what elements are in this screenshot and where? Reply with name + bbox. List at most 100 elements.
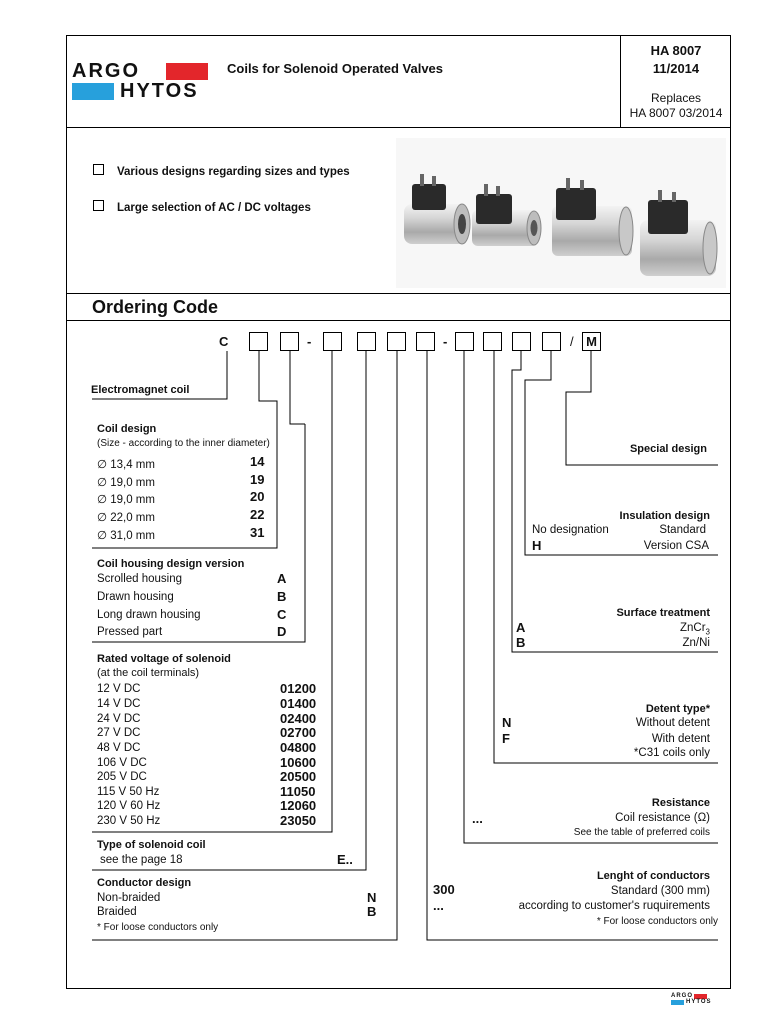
ordering-title-divider	[66, 320, 731, 321]
coil-design-row-label: ∅ 31,0 mm	[97, 530, 155, 542]
voltage-row-label: 14 V DC	[97, 698, 141, 710]
conductor-row-label: Braided	[97, 906, 137, 918]
length-row-code: 300	[433, 882, 455, 897]
code-slot-housing	[323, 332, 342, 351]
special-title: Special design	[629, 443, 707, 455]
conductor-row-code: B	[367, 904, 377, 919]
voltage-row-code: 02700	[280, 725, 317, 740]
coil-design-row-label: ∅ 19,0 mm	[97, 494, 155, 506]
replaces-value: HA 8007 03/2014	[629, 106, 723, 120]
detent-note: *C31 coils only	[633, 747, 710, 759]
code-slot-coil-design-1	[249, 332, 268, 351]
surface-row-code: A	[516, 620, 526, 635]
doc-date: 11/2014	[652, 61, 700, 76]
surface-value-text: ZnCr	[679, 622, 706, 634]
header-vertical-divider	[620, 35, 621, 127]
voltage-row-label: 230 V 50 Hz	[97, 815, 161, 827]
coil-design-row-code: 19	[250, 472, 265, 487]
doc-number: HA 8007	[650, 43, 702, 58]
voltage-row-code: 10600	[280, 755, 317, 770]
code-slash: /	[570, 334, 574, 349]
conductor-row-label: Non-braided	[97, 892, 161, 904]
logo-hytos-text: HYTOS	[120, 80, 199, 102]
resistance-code: ...	[472, 811, 483, 826]
coil-design-row-code: 20	[250, 489, 265, 504]
voltage-row-code: 12060	[280, 798, 317, 813]
footer-logo-hytos: HYTOS	[686, 999, 712, 1005]
housing-row-label: Drawn housing	[97, 591, 174, 603]
insulation-row-code: H	[532, 538, 542, 553]
length-title: Lenght of conductors	[596, 870, 710, 882]
logo-red-bar	[166, 63, 208, 80]
conductor-row-code: N	[367, 890, 377, 905]
feature-text: Large selection of AC / DC voltages	[117, 202, 311, 214]
voltage-row-label: 205 V DC	[97, 771, 147, 783]
code-dash: -	[307, 334, 312, 349]
code-slot-detent	[512, 332, 531, 351]
code-slot-voltage	[357, 332, 376, 351]
coil-design-row-label: ∅ 13,4 mm	[97, 459, 155, 471]
voltage-row-code: 11050	[280, 784, 316, 799]
surface-title: Surface treatment	[616, 607, 710, 619]
voltage-row-code: 04800	[280, 740, 317, 755]
voltage-row-label: 106 V DC	[97, 757, 147, 769]
insulation-row-label: No designation	[532, 524, 609, 536]
header-divider	[66, 127, 731, 128]
insulation-row-value: Standard	[659, 524, 706, 536]
housing-row-label: Scrolled housing	[97, 573, 183, 585]
code-slot-coil-design-2	[280, 332, 299, 351]
coil-design-row-code: 31	[250, 525, 265, 540]
insulation-row-value: Version CSA	[643, 540, 709, 552]
code-slot-surface	[542, 332, 561, 351]
logo-blue-bar	[72, 83, 114, 100]
footer-logo-red-bar	[694, 994, 707, 999]
coil-design-row-label: ∅ 22,0 mm	[97, 512, 155, 524]
replaces-label: Replaces	[650, 91, 702, 105]
detent-title: Detent type*	[645, 703, 710, 715]
coil-products-image	[396, 138, 726, 288]
housing-title: Coil housing design version	[97, 558, 245, 570]
length-row-value: Standard (300 mm)	[610, 885, 710, 897]
housing-row-label: Pressed part	[97, 626, 163, 638]
footer-logo-argo: ARGO	[671, 993, 693, 999]
voltage-row-label: 48 V DC	[97, 742, 141, 754]
voltage-subtitle: (at the coil terminals)	[97, 667, 200, 679]
resistance-note: See the table of preferred coils	[573, 827, 710, 838]
footer-logo-blue-bar	[671, 1000, 684, 1005]
coil-design-title: Coil design	[97, 423, 157, 435]
surface-row-value: Zn/Ni	[682, 637, 710, 649]
voltage-row-label: 115 V 50 Hz	[97, 786, 160, 798]
length-row-value: according to customer's ruquirements	[518, 900, 710, 912]
length-row-code: ...	[433, 898, 444, 913]
code-prefix: C	[219, 334, 229, 349]
surface-row-code: B	[516, 635, 526, 650]
page-frame	[66, 35, 731, 989]
housing-row-code: B	[277, 589, 287, 604]
checkbox-icon	[93, 164, 104, 175]
code-slot-length	[455, 332, 474, 351]
voltage-row-code: 02400	[280, 711, 317, 726]
housing-row-code: D	[277, 624, 287, 639]
code-slot-type	[387, 332, 406, 351]
code-slot-resistance	[483, 332, 502, 351]
length-note: * For loose conductors only	[596, 916, 718, 927]
type-title: Type of solenoid coil	[97, 839, 206, 851]
voltage-row-label: 24 V DC	[97, 713, 141, 725]
voltage-row-label: 12 V DC	[97, 683, 141, 695]
checkbox-icon	[93, 200, 104, 211]
housing-row-code: C	[277, 607, 287, 622]
conductor-note: * For loose conductors only	[97, 922, 219, 933]
detent-row-value: Without detent	[635, 717, 710, 729]
voltage-row-label: 27 V DC	[97, 727, 141, 739]
voltage-row-label: 120 V 60 Hz	[97, 800, 161, 812]
code-slot-conductor	[416, 332, 435, 351]
voltage-row-code: 01200	[280, 681, 317, 696]
voltage-row-code: 23050	[280, 813, 317, 828]
conductor-title: Conductor design	[97, 877, 192, 889]
electromagnet-label: Electromagnet coil	[91, 384, 190, 396]
type-code: E..	[337, 852, 353, 867]
detent-row-code: F	[502, 731, 510, 746]
detent-row-code: N	[502, 715, 512, 730]
voltage-title: Rated voltage of solenoid	[97, 653, 231, 665]
